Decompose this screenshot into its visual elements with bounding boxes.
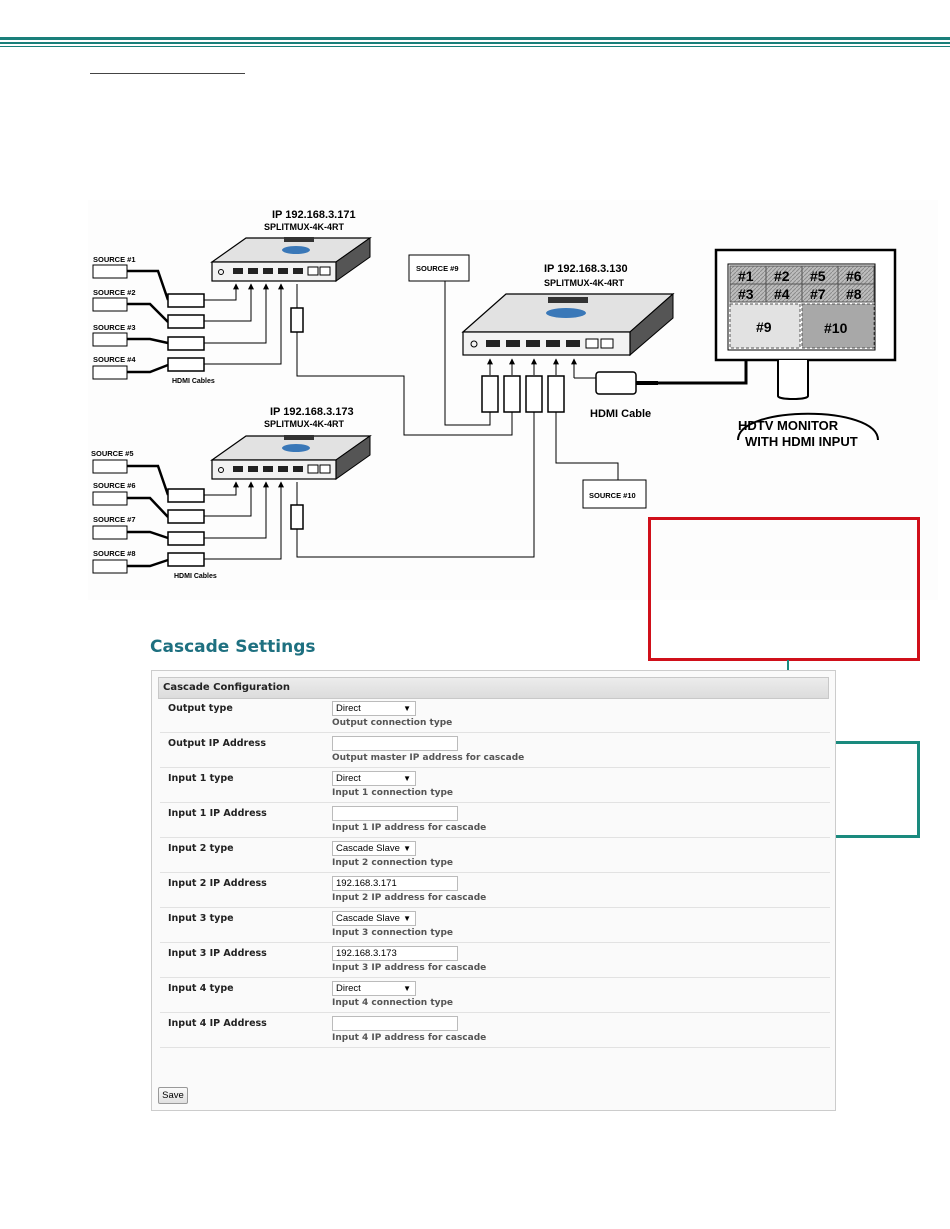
top-sources: SOURCE #1 SOURCE #2 SOURCE #3 SOURCE #4 … [92, 255, 304, 385]
field-label: Input 4 type [168, 983, 234, 994]
header-rule-middle [0, 42, 950, 44]
field-label: Output IP Address [168, 738, 266, 749]
settings-row: Input 2 type Cascade Slave▼ Input 2 connec… [160, 837, 830, 873]
field-label: Output type [168, 703, 233, 714]
chevron-down-icon: ▼ [403, 914, 411, 923]
bottom-splitmux-unit [210, 435, 372, 480]
main-unit-model: SPLITMUX-4K-4RT [544, 278, 625, 288]
settings-row: Input 1 type Direct ▼ Input 1 connection ty… [160, 767, 830, 803]
select-value: Direct [336, 703, 361, 714]
field-help-text: Input 1 connection type [332, 788, 454, 798]
field-help-text: Input 3 connection type [332, 928, 454, 938]
save-button[interactable]: Save [158, 1087, 188, 1104]
connection-type-select[interactable]: Direct ▼ [332, 981, 416, 996]
settings-row: Input 4 type Direct ▼ Input 4 connection ty… [160, 977, 830, 1013]
chevron-down-icon: ▼ [403, 704, 411, 713]
chevron-down-icon: ▼ [403, 984, 411, 993]
field-help-text: Output connection type [332, 718, 453, 728]
tile-9: #9 [756, 319, 772, 335]
source-1-label: SOURCE #1 [93, 255, 136, 264]
hdmi-cables-label-bottom: HDMI Cables [174, 573, 217, 580]
field-label: Input 3 IP Address [168, 948, 267, 959]
top-unit-model: SPLITMUX-4K-4RT [264, 222, 345, 232]
ip-address-input[interactable] [332, 736, 458, 751]
red-annotation-box [648, 517, 920, 661]
monitor-label-line1: HDTV MONITOR [738, 418, 839, 433]
chevron-down-icon: ▼ [403, 844, 411, 853]
field-label: Input 2 IP Address [168, 878, 267, 889]
source-9-label: SOURCE #9 [416, 264, 459, 273]
tile-4: #4 [774, 286, 790, 302]
field-label: Input 4 IP Address [168, 1018, 267, 1029]
heading-underline [90, 73, 245, 74]
chevron-down-icon: ▼ [403, 774, 411, 783]
select-value: Direct [336, 983, 361, 994]
tile-2: #2 [774, 268, 790, 284]
select-value: Cascade Slave [336, 913, 400, 924]
source-10-label: SOURCE #10 [589, 491, 636, 500]
field-help-text: Input 2 IP address for cascade [332, 893, 487, 903]
ip-address-input[interactable] [332, 806, 458, 821]
hdmi-cables-label-top: HDMI Cables [172, 378, 215, 385]
cascade-wiring-diagram: IP 192.168.3.171 SPLITMUX-4K-4RT SOURCE … [88, 200, 938, 600]
source-3-label: SOURCE #3 [93, 323, 136, 332]
field-label: Input 2 type [168, 843, 234, 854]
cascade-links [296, 278, 619, 558]
connection-type-select[interactable]: Direct ▼ [332, 771, 416, 786]
ip-address-input[interactable]: 192.168.3.173 [332, 946, 458, 961]
field-help-text: Input 4 IP address for cascade [332, 1033, 487, 1043]
top-unit-ip: IP 192.168.3.171 [272, 209, 356, 221]
top-splitmux-unit [210, 237, 372, 282]
source-5-label: SOURCE #5 [91, 449, 134, 458]
panel-title: Cascade Configuration [158, 677, 829, 699]
hdtv-monitor: #1 #2 #5 #6 #3 #4 #7 #8 #9 #10 HDTV MONI… [714, 248, 897, 449]
select-value: Cascade Slave [336, 843, 400, 854]
field-help-text: Output master IP address for cascade [332, 753, 525, 763]
field-label: Input 1 type [168, 773, 234, 784]
field-help-text: Input 3 IP address for cascade [332, 963, 487, 973]
main-unit-ip: IP 192.168.3.130 [544, 263, 628, 275]
field-help-text: Input 2 connection type [332, 858, 454, 868]
tile-1: #1 [738, 268, 754, 284]
source-6-label: SOURCE #6 [93, 481, 136, 490]
source-7-label: SOURCE #7 [93, 515, 136, 524]
connection-type-select[interactable]: Cascade Slave▼ [332, 841, 416, 856]
connection-type-select[interactable]: Cascade Slave▼ [332, 911, 416, 926]
settings-row: Output type Direct ▼ Output connection type [160, 697, 830, 733]
bottom-unit-model: SPLITMUX-4K-4RT [264, 419, 345, 429]
field-label: Input 3 type [168, 913, 234, 924]
tile-5: #5 [810, 268, 826, 284]
settings-row: Input 3 type Cascade Slave▼ Input 3 connec… [160, 907, 830, 943]
hdmi-cable-label: HDMI Cable [590, 408, 651, 420]
source-2-label: SOURCE #2 [93, 288, 136, 297]
bottom-unit-ip: IP 192.168.3.173 [270, 406, 354, 418]
field-label: Input 1 IP Address [168, 808, 267, 819]
connection-type-select[interactable]: Direct ▼ [332, 701, 416, 716]
ip-address-input[interactable] [332, 1016, 458, 1031]
main-input-connectors: HDMI Cable [481, 358, 748, 420]
tile-8: #8 [846, 286, 862, 302]
ip-address-input[interactable]: 192.168.3.171 [332, 876, 458, 891]
header-rule-bottom [0, 46, 950, 47]
field-help-text: Input 4 connection type [332, 998, 454, 1008]
main-splitmux-unit [461, 292, 675, 357]
source-4-label: SOURCE #4 [93, 355, 136, 364]
select-value: Direct [336, 773, 361, 784]
tile-7: #7 [810, 286, 826, 302]
monitor-label-line2: WITH HDMI INPUT [745, 434, 858, 449]
tile-6: #6 [846, 268, 862, 284]
header-rule-top [0, 37, 950, 40]
tile-3: #3 [738, 286, 754, 302]
bottom-sources: SOURCE #5 SOURCE #6 SOURCE #7 SOURCE #8 … [91, 449, 304, 580]
page-title: Cascade Settings [150, 637, 316, 657]
field-help-text: Input 1 IP address for cascade [332, 823, 487, 833]
source-8-label: SOURCE #8 [93, 549, 136, 558]
tile-10: #10 [824, 320, 848, 336]
